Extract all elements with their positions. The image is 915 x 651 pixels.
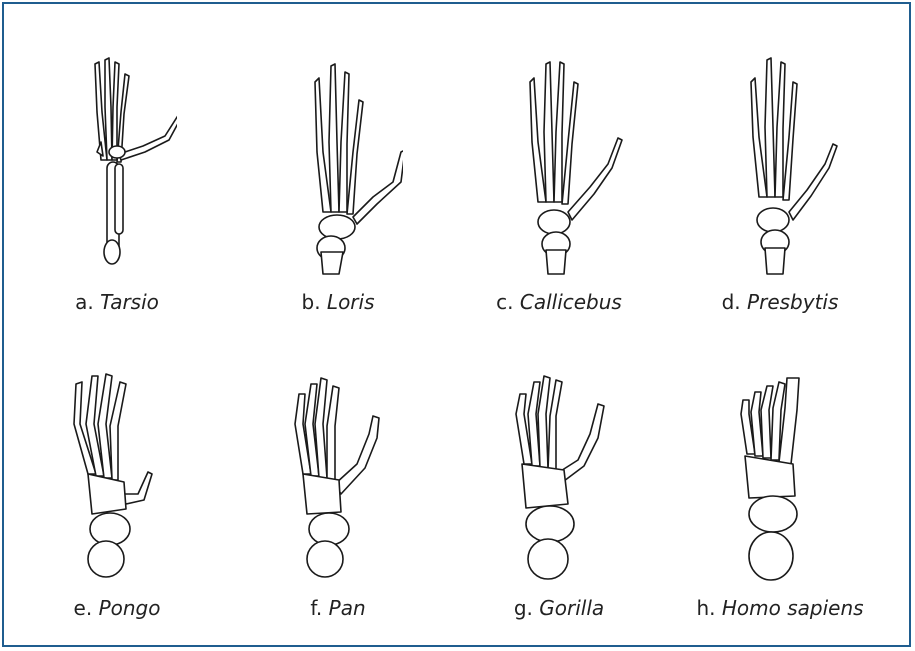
- panel-f: f. Pan: [238, 364, 438, 589]
- human-foot-icon: [715, 364, 845, 589]
- panel-b: b. Loris: [238, 52, 438, 277]
- panel-letter: a.: [75, 290, 94, 314]
- panel-g: g. Gorilla: [459, 364, 659, 589]
- loris-foot-icon: [273, 52, 403, 277]
- species-name: Tarsio: [100, 290, 159, 314]
- panel-d: d. Presbytis: [680, 52, 880, 277]
- gorilla-foot-icon: [494, 364, 624, 589]
- species-name: Gorilla: [539, 596, 604, 620]
- species-name: Presbytis: [747, 290, 838, 314]
- panel-letter: h.: [696, 596, 715, 620]
- species-name: Loris: [327, 290, 375, 314]
- species-name: Callicebus: [520, 290, 622, 314]
- tarsier-foot-icon: [57, 52, 177, 277]
- panel-letter: c.: [496, 290, 513, 314]
- species-name: Homo sapiens: [722, 596, 864, 620]
- panel-a: a. Tarsio: [17, 52, 217, 277]
- panel-h: h. Homo sapiens: [680, 364, 880, 589]
- panel-e: e. Pongo: [17, 364, 217, 589]
- pan-foot-icon: [273, 364, 403, 589]
- panel-letter: d.: [722, 290, 741, 314]
- presbytis-foot-icon: [715, 52, 845, 277]
- species-name: Pan: [329, 596, 366, 620]
- panel-letter: b.: [302, 290, 321, 314]
- pongo-foot-icon: [52, 364, 182, 589]
- species-name: Pongo: [99, 596, 161, 620]
- panel-c: c. Callicebus: [459, 52, 659, 277]
- panel-letter: e.: [74, 596, 93, 620]
- callicebus-foot-icon: [494, 52, 624, 277]
- panel-letter: f.: [310, 596, 322, 620]
- panel-letter: g.: [514, 596, 533, 620]
